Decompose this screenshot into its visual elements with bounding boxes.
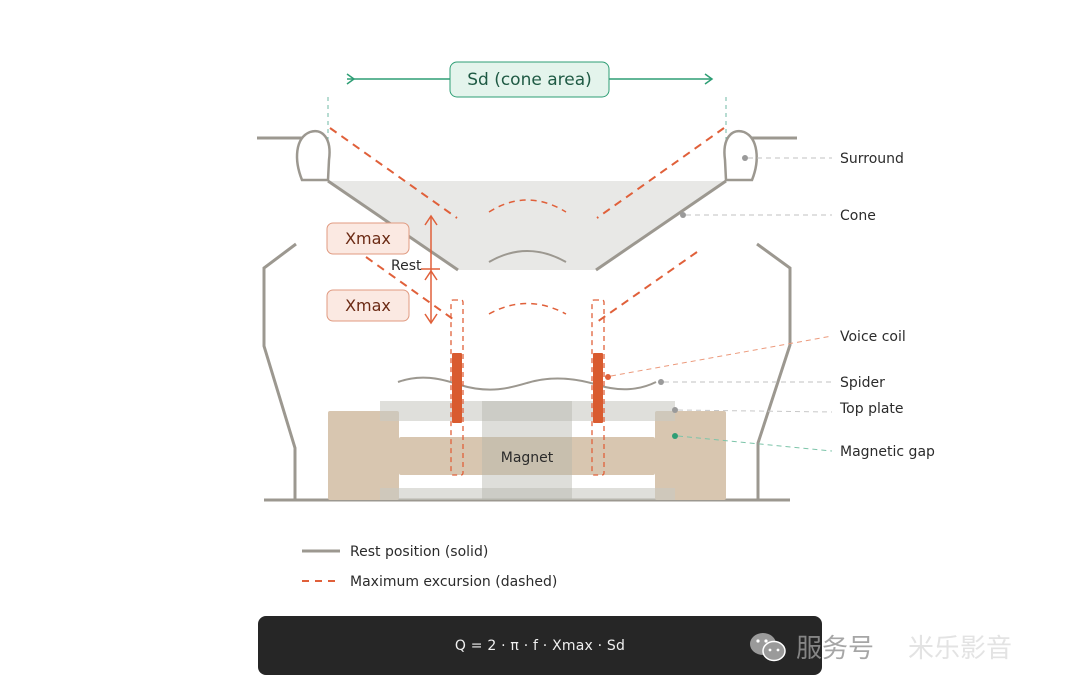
callout-label-surround: Surround bbox=[840, 151, 904, 167]
voice-coil-right bbox=[593, 353, 603, 423]
sd-arrow-left-icon bbox=[346, 73, 356, 85]
spider bbox=[397, 376, 657, 391]
cone-excursion bbox=[329, 127, 725, 323]
callout-voice-coil: Voice coil bbox=[605, 329, 906, 380]
voice-coil-left-excursion bbox=[450, 299, 464, 476]
watermark-primary: 服务号 bbox=[796, 634, 875, 664]
xmax-upper-label: Xmax bbox=[345, 229, 391, 248]
surround bbox=[295, 129, 758, 182]
callout-label-magnetic-gap: Magnetic gap bbox=[840, 444, 935, 460]
magnet-assembly: Magnet bbox=[328, 401, 726, 500]
callout-spider: Spider bbox=[658, 375, 885, 391]
xmax-lower-label: Xmax bbox=[345, 296, 391, 315]
xmax-upper-box bbox=[326, 222, 410, 255]
callout-surround: Surround bbox=[742, 151, 904, 167]
voice-coil-right-excursion bbox=[591, 299, 605, 476]
right-pole bbox=[655, 411, 726, 500]
sd-label-box bbox=[449, 61, 610, 98]
watermark: 服务号 米乐影音 bbox=[748, 628, 1012, 665]
left-pole bbox=[328, 411, 399, 500]
legend-label-excursion: Maximum excursion (dashed) bbox=[350, 574, 557, 590]
xmax-arrow bbox=[421, 214, 440, 325]
callout-top-plate: Top plate bbox=[672, 401, 904, 417]
magnet-label: Magnet bbox=[501, 450, 554, 466]
sd-dimension: Sd (cone area) bbox=[327, 61, 727, 180]
wechat-icon bbox=[750, 632, 786, 661]
bottom-plate bbox=[380, 488, 675, 500]
formula-text: Q = 2 · π · f · Xmax · Sd bbox=[454, 637, 626, 654]
pole-piece bbox=[482, 401, 572, 500]
voice-coil-left bbox=[452, 353, 462, 423]
sd-arrow-right-icon bbox=[704, 73, 714, 85]
formula-bar: Q = 2 · π · f · Xmax · Sd bbox=[258, 616, 822, 675]
callout-label-cone: Cone bbox=[840, 208, 876, 224]
callout-cone: Cone bbox=[680, 208, 876, 224]
callout-label-voice-coil: Voice coil bbox=[840, 329, 906, 345]
callout-label-top-plate: Top plate bbox=[839, 401, 904, 417]
legend: Rest position (solid) Maximum excursion … bbox=[302, 544, 557, 590]
sd-label: Sd (cone area) bbox=[467, 70, 592, 90]
callouts: Surround Cone Voice coil Spider Top plat… bbox=[605, 151, 935, 460]
xmax-lower-box bbox=[326, 289, 410, 322]
rest-label: Rest bbox=[391, 258, 422, 274]
watermark-secondary: 米乐影音 bbox=[908, 634, 1013, 664]
legend-label-rest: Rest position (solid) bbox=[350, 544, 488, 560]
callout-label-spider: Spider bbox=[840, 375, 885, 391]
callout-magnetic-gap: Magnetic gap bbox=[672, 433, 935, 460]
voice-coil bbox=[450, 299, 605, 476]
